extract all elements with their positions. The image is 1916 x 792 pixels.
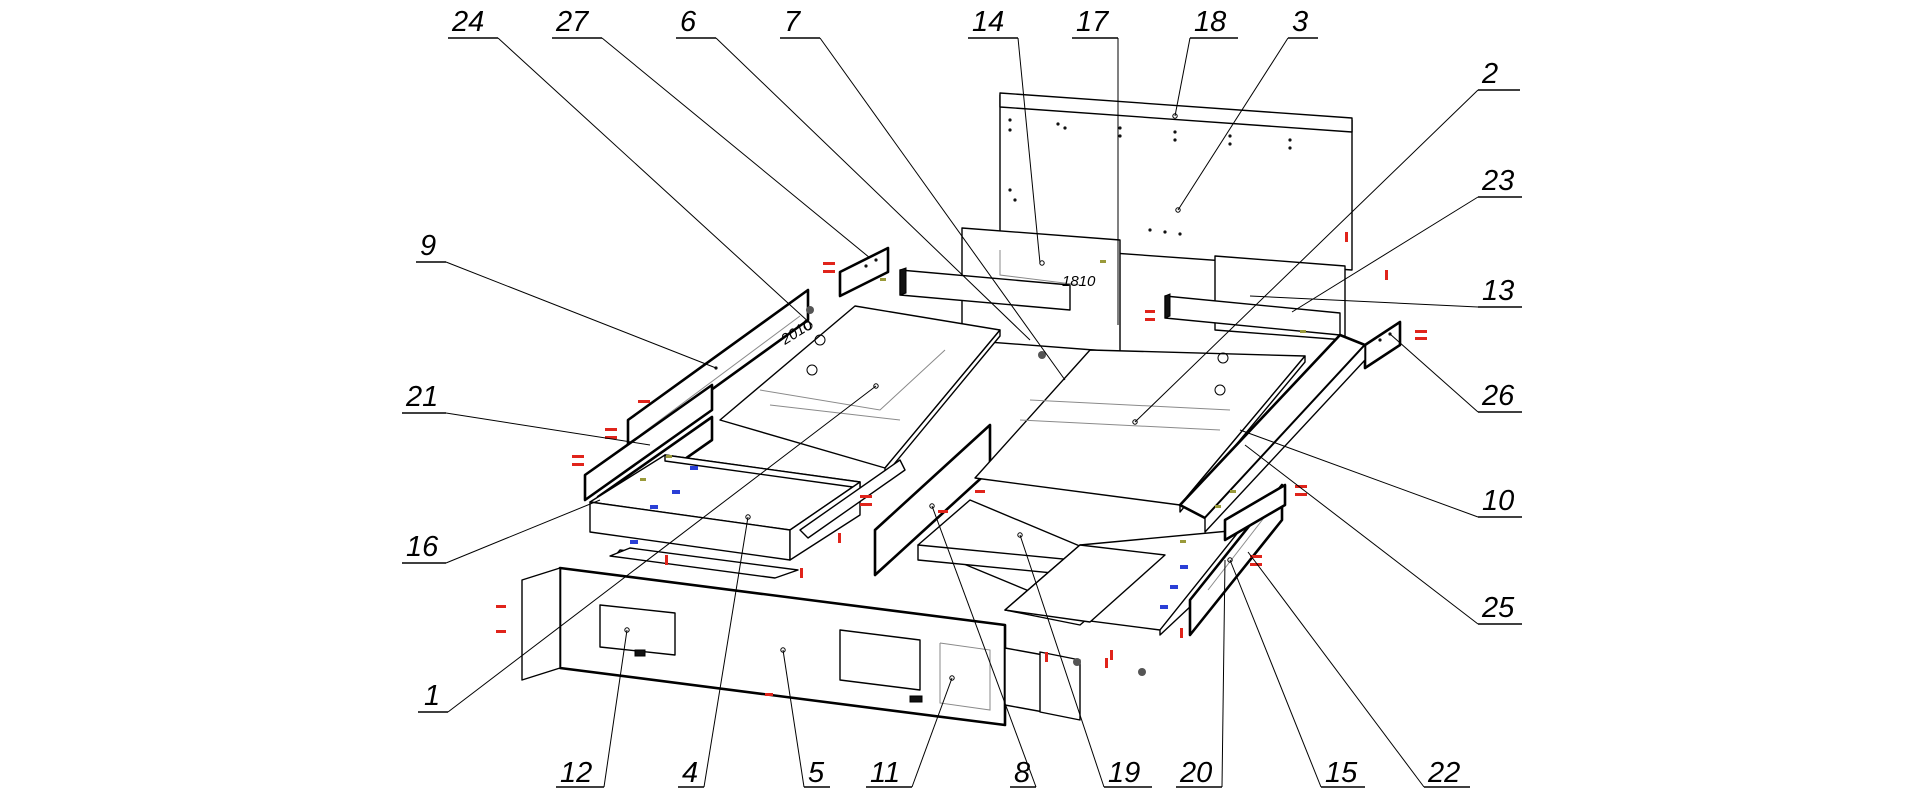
svg-text:26: 26 [1481,380,1515,412]
callout-3: 3 [1177,6,1318,211]
callout-23: 23 [1291,165,1522,313]
headboard-panel [999,92,1353,271]
callout-26: 26 [1389,333,1522,413]
svg-text:7: 7 [784,6,802,38]
svg-text:8: 8 [1014,757,1030,789]
svg-text:14: 14 [972,6,1004,38]
callout-25: 25 [1244,444,1522,625]
callout-8: 8 [931,505,1037,789]
svg-text:4: 4 [682,757,698,789]
svg-text:24: 24 [451,6,484,38]
corner-plate-right [1363,320,1402,370]
callout-24: 24 [448,6,813,326]
svg-text:13: 13 [1482,275,1514,307]
callout-2: 2 [1134,58,1520,423]
center-bottom-board [1004,544,1166,623]
callout-17: 17 [1072,6,1119,325]
svg-text:20: 20 [1179,757,1212,789]
svg-text:19: 19 [1108,757,1140,789]
svg-text:3: 3 [1292,6,1308,38]
width-dimension-label: 1810 [1062,273,1096,290]
callout-14: 14 [968,6,1041,264]
callout-12: 12 [556,629,628,789]
callout-16: 16 [402,499,601,564]
svg-text:17: 17 [1076,6,1110,38]
svg-text:25: 25 [1481,592,1515,624]
callout-layer: 24 27 6 7 14 17 18 [402,6,1522,789]
callout-20: 20 [1176,559,1226,789]
right-side-rail [1178,333,1367,533]
front-right-end-panel [1004,647,1081,721]
callout-5: 5 [782,649,830,789]
callout-19: 19 [1019,534,1152,789]
callout-10: 10 [1239,429,1522,518]
screw-markers [806,306,1146,676]
callout-6: 6 [676,6,1031,341]
svg-text:21: 21 [405,381,438,413]
svg-text:6: 6 [680,6,697,38]
dowel-markers [496,232,1427,696]
callout-1: 1 [418,385,877,713]
callout-27: 27 [552,6,871,259]
svg-text:11: 11 [870,757,900,789]
right-end-rail-22 [1223,483,1287,542]
front-footboard [521,566,1007,727]
confirmat-markers [640,260,1306,543]
left-storage-box [589,454,906,579]
svg-text:12: 12 [560,757,592,789]
svg-text:22: 22 [1427,757,1460,789]
callout-13: 13 [1249,275,1522,308]
svg-text:16: 16 [406,531,439,563]
svg-text:2: 2 [1481,58,1498,90]
svg-text:23: 23 [1481,165,1514,197]
svg-text:5: 5 [808,757,825,789]
callout-18: 18 [1174,6,1238,117]
corner-plate-left [838,246,890,298]
svg-text:18: 18 [1194,6,1226,38]
svg-text:15: 15 [1325,757,1358,789]
callout-15: 15 [1229,559,1365,789]
callout-9: 9 [416,230,717,369]
left-side-rail [626,288,813,452]
back-rail [899,267,1071,311]
callout-7: 7 [780,6,1066,381]
svg-text:1: 1 [424,680,440,712]
svg-text:9: 9 [420,230,436,262]
cam-markers [630,466,1188,609]
svg-text:27: 27 [555,6,590,38]
callout-21: 21 [402,381,651,446]
callout-22: 22 [1247,551,1470,789]
svg-text:10: 10 [1482,485,1514,517]
exploded-bed-drawing: 1810 2010 [496,92,1427,727]
callout-11: 11 [866,677,953,789]
callout-4: 4 [678,516,749,789]
